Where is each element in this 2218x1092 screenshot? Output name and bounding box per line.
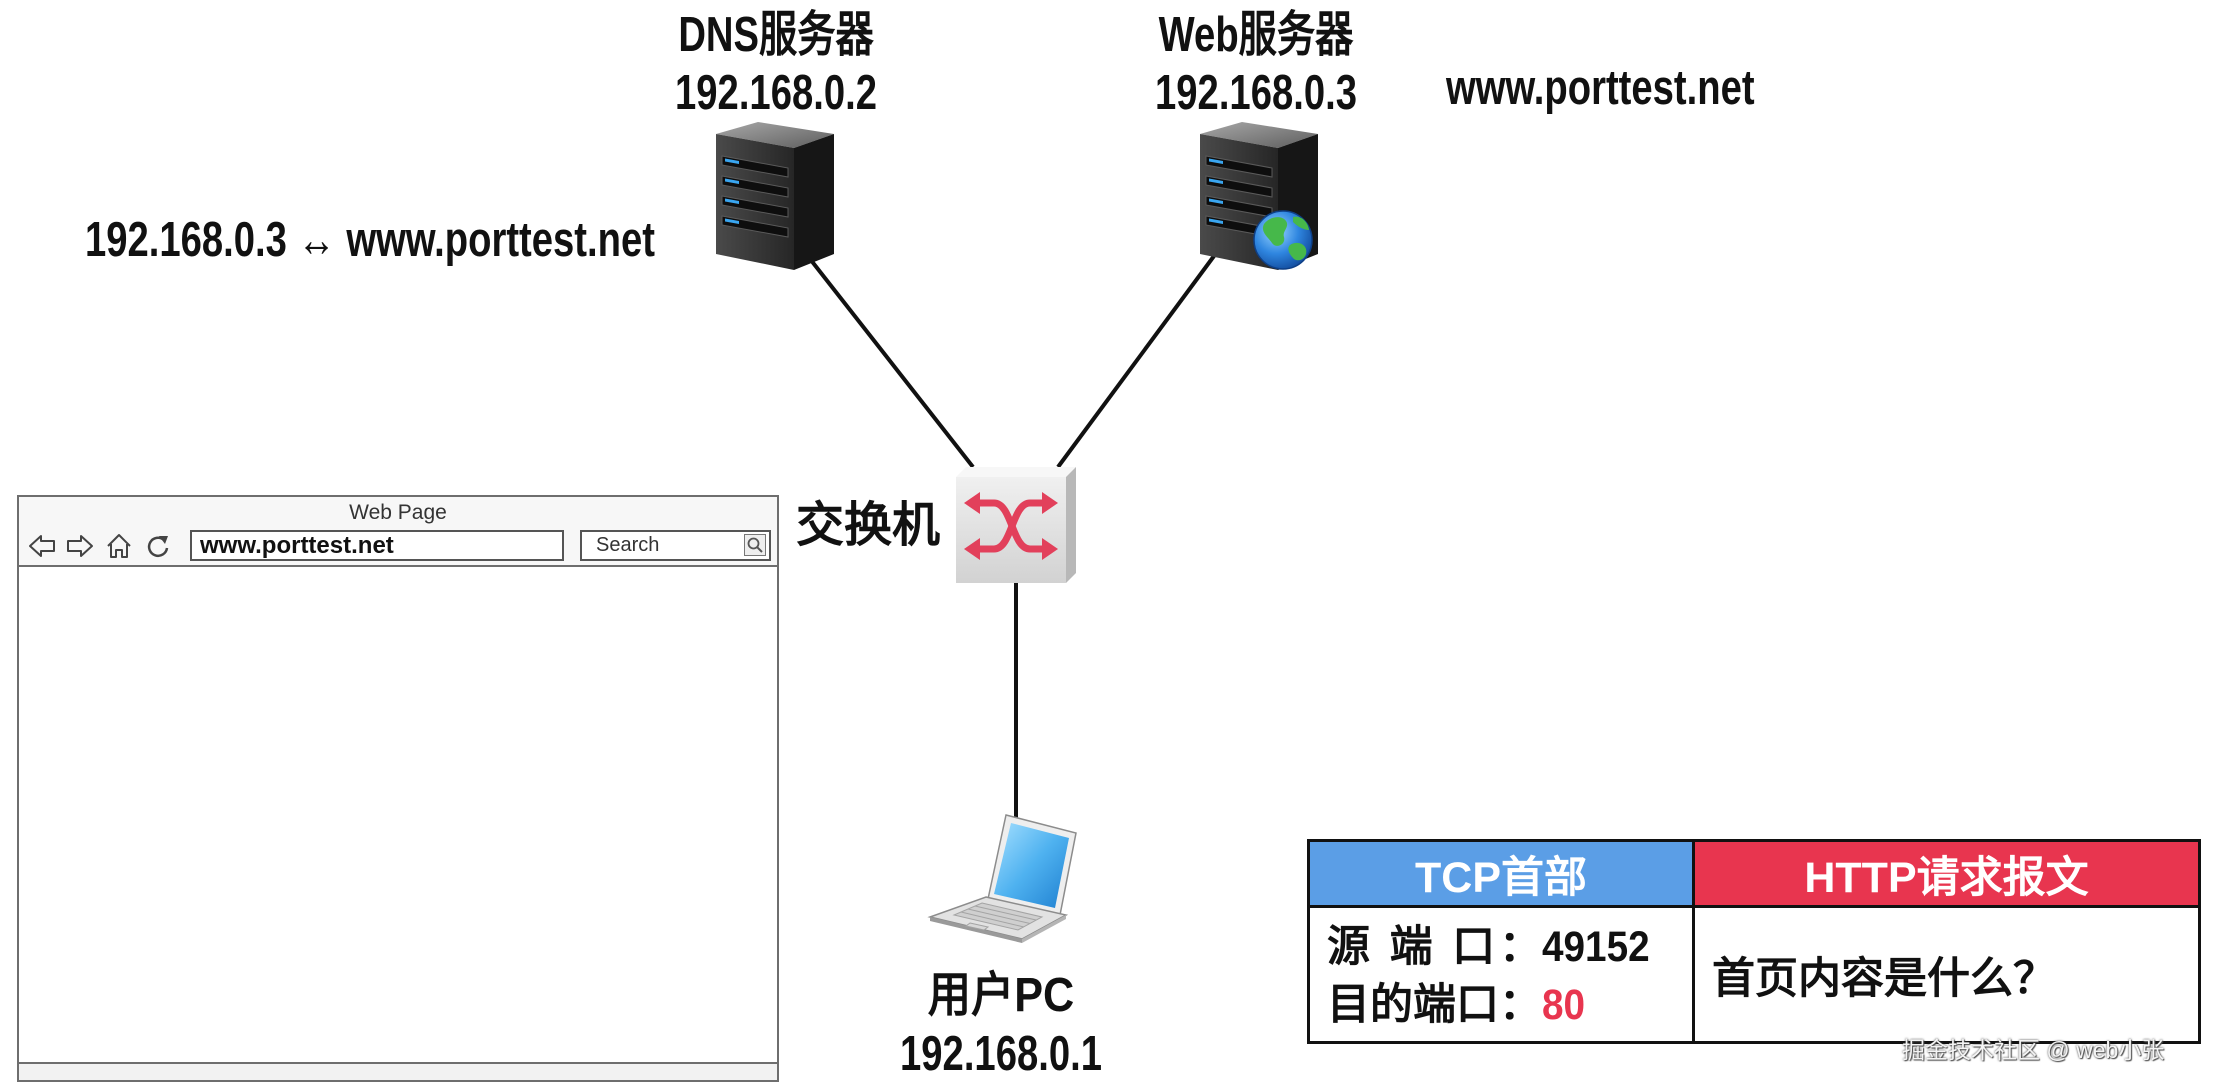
packet-structure-table: TCP首部 HTTP请求报文 源 端 口：49152 目的端口：80 首页内容是… [1307, 839, 2201, 1044]
browser-title: Web Page [19, 497, 777, 527]
back-button[interactable] [28, 532, 56, 560]
tcp-header-cell: TCP首部 [1310, 842, 1695, 908]
dest-port-label: 目的端口： [1327, 981, 1542, 1029]
source-port-value: 49152 [1542, 923, 1650, 971]
web-server-ip: 192.168.0.3 [1155, 66, 1357, 120]
http-request-content: 首页内容是什么？ [1712, 954, 2056, 1003]
back-arrow-icon[interactable] [28, 532, 56, 560]
http-request-body: 首页内容是什么？ [1695, 908, 2198, 1041]
server-tower-icon [716, 122, 834, 270]
laptop-icon [927, 814, 1077, 943]
reload-icon[interactable] [144, 532, 172, 560]
search-button[interactable] [744, 534, 766, 556]
forward-button[interactable] [66, 532, 94, 560]
watermark: 掘金技术社区 @ web小张 [1902, 1037, 2165, 1063]
tcp-header-title: TCP首部 [1415, 853, 1587, 902]
server-drive-slots [721, 155, 789, 238]
user-pc-ip: 192.168.0.1 [900, 1027, 1102, 1081]
dns-server-title: DNS服务器 [678, 8, 874, 62]
browser-window: Web Page [17, 495, 779, 1082]
http-header-cell: HTTP请求报文 [1695, 842, 2198, 908]
server-drive-slots [1205, 155, 1273, 238]
magnifier-icon[interactable] [745, 535, 765, 555]
dns-record-mapping: 192.168.0.3 ↔ www.porttest.net [85, 213, 655, 267]
reload-button[interactable] [144, 532, 172, 560]
forward-arrow-icon[interactable] [66, 532, 94, 560]
web-server-title: Web服务器 [1158, 8, 1354, 62]
browser-status-bar [19, 1062, 777, 1080]
dns-server-ip: 192.168.0.2 [675, 66, 877, 120]
address-bar[interactable] [190, 530, 564, 561]
home-icon[interactable] [105, 532, 133, 560]
web-server-domain: www.porttest.net [1446, 61, 1755, 115]
dest-port-value: 80 [1542, 981, 1586, 1029]
globe-icon [1253, 210, 1313, 270]
http-request-title: HTTP请求报文 [1804, 853, 2089, 902]
browser-toolbar [19, 527, 777, 567]
search-box[interactable] [580, 530, 771, 561]
web-server-globe-icon [1200, 122, 1318, 270]
browser-page-content [19, 567, 777, 1062]
network-switch-icon [956, 467, 1076, 583]
user-pc-label: 用户PC [927, 969, 1075, 1022]
search-input[interactable] [582, 532, 732, 559]
switch-crossing-arrows [964, 492, 1058, 560]
switch-label: 交换机 [796, 499, 941, 552]
web-to-switch-link [1056, 254, 1216, 469]
source-port-row: 源 端 口：49152 [1327, 918, 1692, 976]
home-button[interactable] [105, 532, 133, 560]
tcp-header-body: 源 端 口：49152 目的端口：80 [1310, 908, 1695, 1041]
dest-port-row: 目的端口：80 [1327, 976, 1692, 1034]
dns-to-switch-link [801, 248, 975, 469]
source-port-label: 源 端 口： [1327, 923, 1542, 971]
